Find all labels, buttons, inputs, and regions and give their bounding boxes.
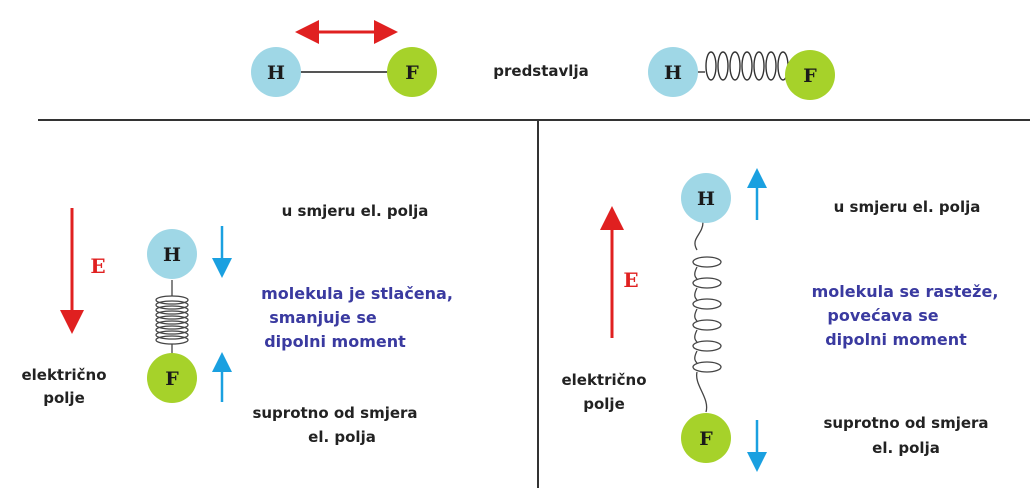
left-effect-text-line2: smanjuje se [269,308,377,327]
stretched-spring [692,221,722,413]
right-effect-text-line3: dipolni moment [825,330,967,349]
right-panel: E električno polje H F u smjer [561,168,999,472]
hydrogen-atom-top-right [648,47,698,97]
right-effect-text-line1: molekula se rasteže, [812,282,999,301]
fluorine-label-left: F [165,368,179,390]
hydrogen-label-top-right: H [664,62,682,84]
left-h-direction-text: u smjeru el. polja [282,202,429,220]
right-field-symbol: E [623,268,638,292]
right-effect-text-line2: povećava se [827,306,938,325]
left-f-direction-text-line1: suprotno od smjera [252,404,417,422]
left-panel: E električno polje H F u smjeru el. polj… [21,202,452,446]
left-field-symbol: E [90,254,105,278]
fluorine-label-top-right: F [803,65,817,87]
fluorine-label-right: F [699,428,713,450]
left-field-label-line1: električno [21,366,106,384]
right-field-label-line1: električno [561,371,646,389]
fluorine-atom-right [681,413,731,463]
hydrogen-label-left: H [163,244,181,266]
represents-label: predstavlja [493,62,588,80]
right-f-direction-text-line1: suprotno od smjera [823,414,988,432]
right-f-direction-text-line2: el. polja [872,439,940,457]
fluorine-atom-left [147,353,197,403]
left-effect-text-line1: molekula je stlačena, [261,284,453,303]
right-h-direction-text: u smjeru el. polja [834,198,981,216]
hydrogen-label-right: H [697,188,715,210]
fluorine-label-top-left: F [405,62,419,84]
hydrogen-atom-right [681,173,731,223]
right-field-label-line2: polje [583,395,625,413]
hydrogen-atom-left [147,229,197,279]
fluorine-atom-top-left [387,47,437,97]
hydrogen-label-top-left: H [267,62,285,84]
horizontal-spring [695,51,796,81]
top-row: H F predstavlja H F [251,20,835,100]
left-f-direction-text-line2: el. polja [308,428,376,446]
fluorine-atom-top-right [785,50,835,100]
left-field-label-line2: polje [43,389,85,407]
hydrogen-atom-top-left [251,47,301,97]
compressed-spring [155,280,189,356]
left-effect-text-line3: dipolni moment [264,332,406,351]
